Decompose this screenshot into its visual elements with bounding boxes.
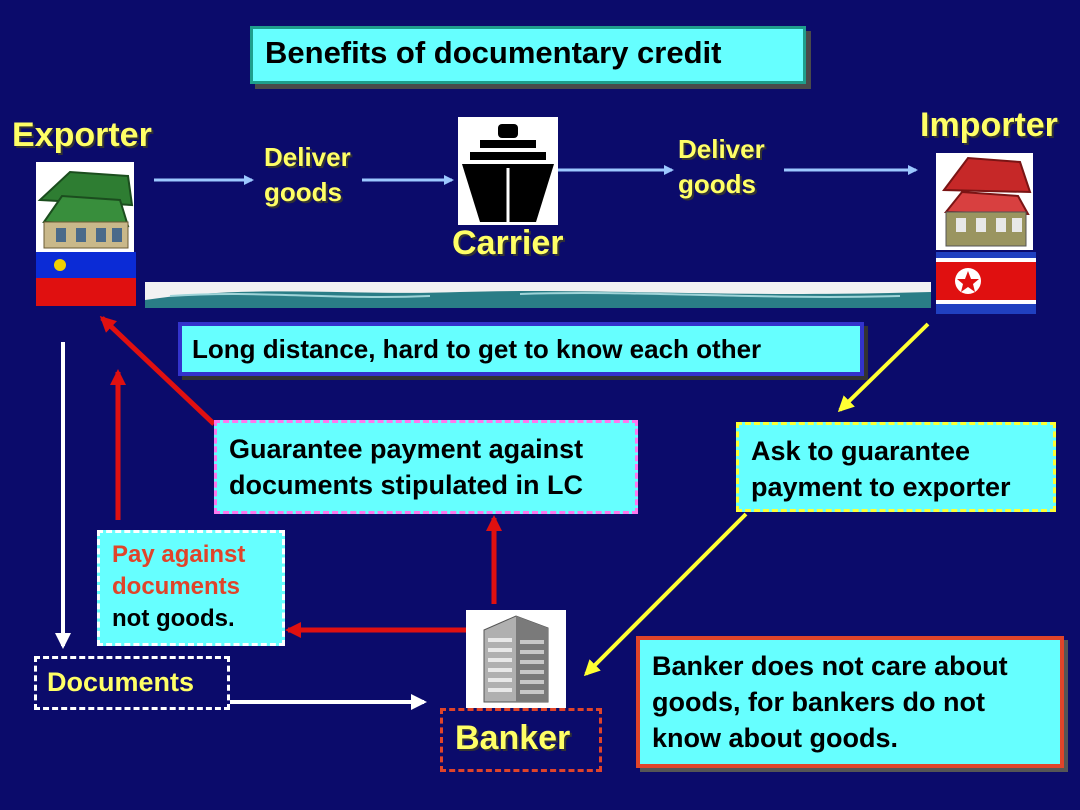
page-title: Benefits of documentary credit	[250, 26, 806, 84]
exporter-label: Exporter	[12, 116, 152, 154]
arrow-ask-to-banker	[583, 512, 748, 677]
exporter-house-icon	[36, 162, 134, 252]
wave-icon	[145, 282, 931, 308]
ship-icon	[458, 117, 558, 225]
pay-against-documents-note: Pay against documents not goods.	[97, 530, 285, 646]
importer-flag-icon	[936, 252, 1036, 314]
documents-label: Documents	[34, 656, 230, 710]
ask-guarantee-note: Ask to guarantee payment to exporter	[736, 422, 1056, 512]
deliver-goods-label-2: Deliver goods	[678, 134, 765, 199]
banker-note: Banker does not care about goods, for ba…	[636, 636, 1064, 768]
importer-label: Importer	[920, 106, 1058, 144]
arrow-guarantee-to-exporter	[99, 315, 216, 426]
guarantee-payment-note: Guarantee payment against documents stip…	[214, 420, 638, 514]
long-distance-note: Long distance, hard to get to know each …	[178, 322, 864, 376]
deliver-goods-label-1: Deliver goods	[264, 142, 351, 207]
importer-house-icon	[936, 153, 1033, 250]
carrier-label: Carrier	[452, 224, 564, 262]
exporter-flag-icon	[36, 252, 136, 306]
office-building-icon	[466, 610, 566, 708]
arrow-importer-to-ask	[837, 322, 930, 413]
banker-label: Banker	[440, 708, 602, 772]
